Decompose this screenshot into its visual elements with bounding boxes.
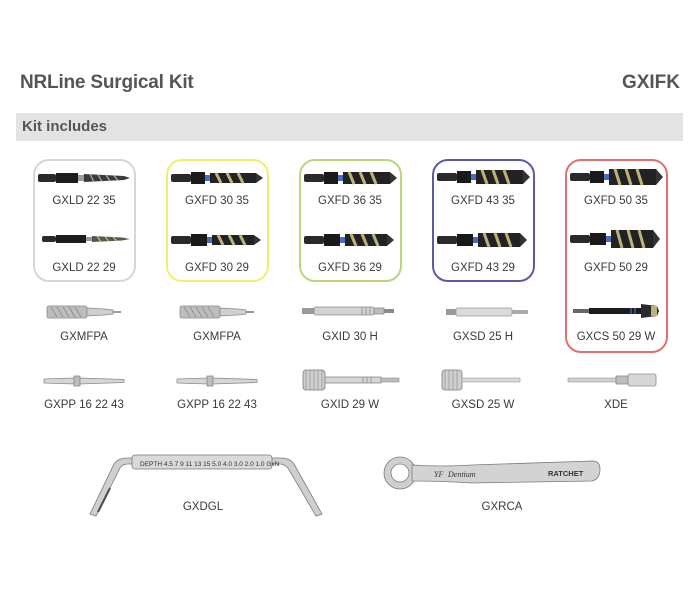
gxcs-50-29-w-image — [573, 304, 659, 318]
gxmfpa-image-1 — [46, 305, 121, 319]
gxfd-50-29-label: GXFD 50 29 — [584, 262, 648, 274]
gxfd-36-29-label: GXFD 36 29 — [318, 262, 382, 274]
gxld-22-29-drill-image — [42, 235, 130, 243]
gxpp-16-22-43-label-1: GXPP 16 22 43 — [44, 399, 124, 411]
gxld-22-35-drill-image — [38, 173, 130, 183]
gxid-30-h-label: GXID 30 H — [322, 331, 378, 343]
gxsd-25-w-image — [441, 369, 521, 391]
gxfd-50-35-label: GXFD 50 35 — [584, 195, 648, 207]
gxfd-43-29-drill-image — [437, 232, 527, 248]
xde-label: XDE — [604, 399, 628, 411]
gxpp-16-22-43-image-2 — [176, 375, 258, 387]
gxid-29-w-label: GXID 29 W — [320, 399, 380, 411]
gxmfpa-label-1: GXMFPA — [60, 331, 108, 343]
gxrca-ratchet-image: YF Dentium RATCHET — [383, 456, 601, 490]
gxld-22-35-label: GXLD 22 35 — [52, 195, 116, 207]
group-frame-gxfd50 — [565, 159, 668, 353]
group-frame-gxfd30 — [166, 159, 269, 282]
svg-text:YF: YF — [434, 470, 443, 479]
gxsd-25-h-label: GXSD 25 H — [452, 331, 514, 343]
group-frame-gxfd43 — [432, 159, 535, 282]
gxsd-25-w-label: GXSD 25 W — [451, 399, 515, 411]
section-bar: Kit includes — [16, 113, 683, 141]
ratchet-brand-engraving: Dentium — [447, 470, 476, 479]
gxmfpa-label-2: GXMFPA — [193, 331, 241, 343]
gxmfpa-image-2 — [179, 305, 254, 319]
gxfd-36-35-drill-image — [304, 171, 397, 185]
gxpp-16-22-43-label-2: GXPP 16 22 43 — [177, 399, 257, 411]
gxfd-36-29-drill-image — [304, 233, 394, 247]
page-title: NRLine Surgical Kit — [20, 72, 194, 93]
gxid-30-h-image — [302, 306, 394, 316]
ratchet-word-engraving: RATCHET — [548, 469, 584, 478]
gxdgl-depth-gauge-image: DEPTH 4.5 7 9 11 13 15 5.0 4.0 3.0 2.0 1… — [89, 454, 323, 517]
product-code: GXIFK — [621, 72, 680, 93]
depth-gauge-engraving: DEPTH 4.5 7 9 11 13 15 5.0 4.0 3.0 2.0 1… — [140, 461, 280, 468]
group-frame-gxld — [33, 159, 136, 282]
gxfd-30-35-drill-image — [171, 172, 263, 184]
gxfd-43-35-drill-image — [437, 169, 530, 185]
gxfd-43-29-label: GXFD 43 29 — [451, 262, 515, 274]
gxfd-30-29-label: GXFD 30 29 — [185, 262, 249, 274]
gxfd-43-35-label: GXFD 43 35 — [451, 195, 515, 207]
section-title: Kit includes — [22, 118, 108, 135]
gxrca-label: GXRCA — [481, 501, 523, 513]
gxld-22-29-label: GXLD 22 29 — [52, 262, 116, 274]
group-frame-gxfd36 — [299, 159, 402, 282]
gxpp-16-22-43-image-1 — [43, 375, 125, 387]
xde-image — [567, 373, 657, 387]
gxdgl-label: GXDGL — [182, 501, 224, 513]
gxid-29-w-image — [302, 369, 400, 391]
gxcs-50-29-w-label: GXCS 50 29 W — [576, 331, 656, 343]
gxsd-25-h-image — [446, 307, 528, 317]
gxfd-36-35-label: GXFD 36 35 — [318, 195, 382, 207]
gxfd-30-29-drill-image — [171, 234, 261, 246]
gxfd-50-35-drill-image — [570, 168, 663, 186]
gxfd-50-29-drill-image — [570, 229, 660, 249]
gxfd-30-35-label: GXFD 30 35 — [185, 195, 249, 207]
